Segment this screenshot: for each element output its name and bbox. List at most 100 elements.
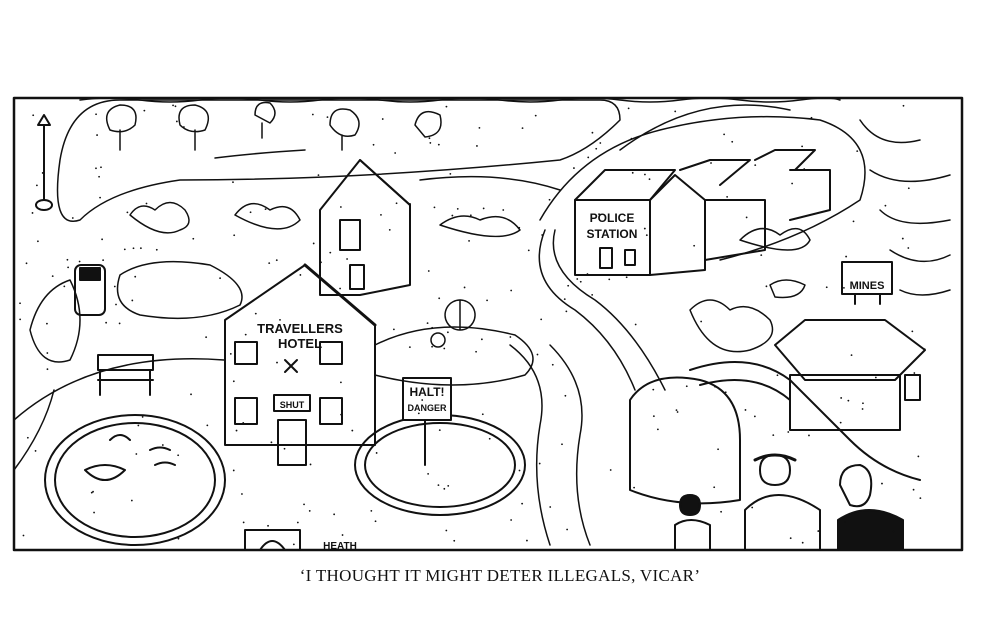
stipple-dot [19, 318, 22, 321]
halt-sign-line2: DANGER [407, 403, 447, 413]
stipple-dot [417, 412, 420, 415]
stipple-dot [63, 285, 66, 288]
stipple-dot [427, 473, 430, 475]
stipple-dot [527, 249, 530, 252]
stipple-dot [232, 380, 235, 383]
stipple-dot [395, 202, 398, 205]
stipple-dot [408, 346, 411, 349]
stipple-dot [907, 187, 910, 190]
stipple-dot [161, 444, 164, 446]
stipple-dot [648, 178, 651, 181]
hotel-sign-line1: TRAVELLERS [257, 321, 343, 336]
stipple-dot [676, 411, 679, 413]
stipple-dot [317, 174, 320, 176]
stipple-dot [431, 326, 434, 329]
stipple-dot [78, 260, 81, 263]
stipple-dot [445, 105, 448, 108]
fields [29, 99, 866, 363]
stipple-dot [279, 318, 281, 321]
stipple-dot [90, 491, 93, 494]
roads [13, 229, 666, 546]
stipple-dot [717, 448, 719, 451]
stipple-dot [394, 152, 397, 154]
stipple-dot [693, 244, 696, 247]
stipple-dot [135, 453, 138, 455]
stipple-dot [235, 429, 238, 432]
stipple-dot [573, 167, 575, 169]
stipple-dot [190, 393, 192, 396]
stipple-dot [155, 248, 158, 251]
stipple-dot [521, 502, 524, 505]
stipple-dot [233, 234, 236, 237]
stipple-dot [801, 145, 804, 148]
stipple-dot [710, 162, 712, 164]
stipple-dot [892, 530, 895, 533]
stipple-dot [249, 211, 252, 214]
stipple-dot [438, 297, 441, 300]
stipple-dot [443, 347, 446, 350]
stipple-dot [374, 520, 377, 523]
stipple-dot [847, 399, 850, 402]
stipple-dot [789, 537, 792, 540]
stipple-dot [95, 167, 97, 170]
stipple-dot [850, 354, 853, 357]
stipple-dot [564, 394, 567, 397]
stipple-dot [292, 543, 295, 546]
stipple-dot [745, 216, 748, 219]
stipple-dot [561, 443, 563, 446]
stipple-dot [329, 251, 332, 254]
stipple-dot [447, 485, 450, 487]
trees [105, 101, 442, 151]
stipple-dot [105, 321, 108, 324]
stipple-dot [907, 247, 910, 249]
stipple-dot [884, 204, 887, 207]
stipple-dot [791, 182, 794, 185]
stipple-dot [312, 242, 315, 245]
stipple-dot [311, 113, 314, 116]
stipple-dot [652, 388, 655, 391]
stipple-dot [856, 150, 859, 153]
stipple-dot [320, 261, 322, 264]
stipple-dot [480, 338, 483, 341]
stipple-dot [25, 262, 28, 265]
stipple-dot [772, 434, 775, 436]
stipple-dot [787, 431, 790, 433]
stipple-dot [579, 280, 582, 283]
stipple-dot [591, 131, 594, 134]
stipple-dot [229, 352, 232, 355]
stipple-dot [141, 416, 144, 418]
stipple-dot [241, 493, 243, 495]
stipple-dot [143, 109, 146, 112]
stipple-dot [392, 328, 395, 331]
stipple-dot [446, 331, 449, 334]
stipple-dot [264, 208, 267, 211]
stipple-dot [469, 214, 472, 217]
stipple-dot [852, 220, 855, 223]
small-house [319, 159, 411, 296]
stipple-dot [625, 276, 628, 279]
stipple-dot [443, 487, 446, 490]
stipple-dot [433, 206, 436, 209]
stipple-dot [134, 275, 137, 278]
stipple-dot [714, 385, 716, 388]
stipple-dot [37, 240, 39, 243]
stipple-dot [630, 137, 633, 140]
stipple-dot [840, 397, 843, 399]
stipple-dot [130, 499, 133, 502]
stipple-dot [645, 234, 648, 237]
stipple-dot [341, 534, 344, 536]
stipple-dot [270, 441, 273, 444]
stipple-dot [478, 126, 481, 129]
stipple-dot [510, 519, 513, 521]
stipple-dot [308, 510, 311, 512]
stipple-dot [576, 278, 579, 280]
stipple-dot [437, 484, 440, 487]
stipple-dot [46, 368, 49, 371]
roundabout: HALT! DANGER [354, 377, 526, 516]
stipple-texture [19, 104, 926, 546]
stipple-dot [67, 266, 70, 269]
halt-sign-line1: HALT! [409, 385, 444, 399]
stipple-dot [861, 408, 864, 410]
stipple-dot [468, 240, 470, 242]
police-station: POLICE STATION [574, 149, 831, 276]
